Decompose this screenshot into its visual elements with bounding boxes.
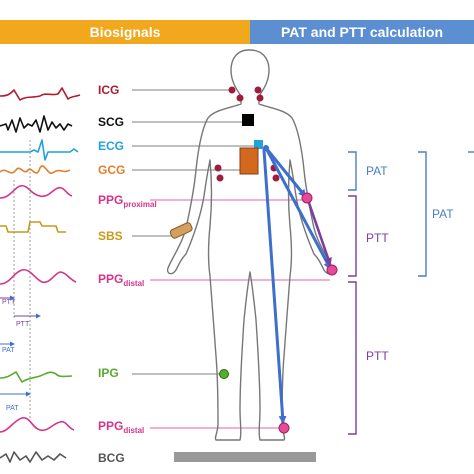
ppg-distal-arm-sensor [326, 264, 338, 276]
timing-label-3: PAT [2, 347, 15, 354]
scg-label: SCG [98, 115, 124, 129]
icg-electrode-5 [214, 164, 222, 172]
ppg-distal-foot-sensor [278, 422, 290, 434]
human-body-outline [166, 49, 334, 441]
ppg-proximal-sub: proximal [123, 200, 156, 209]
icg-electrode-2 [236, 94, 244, 102]
sbs-cuff [169, 222, 193, 239]
pat-top-bracket [348, 151, 357, 191]
timing-markers: PTT PTT PAT PAT [0, 140, 41, 420]
ecg-to-proximal-arrow [264, 146, 307, 198]
ecg-to-distal-arm-arrow [264, 146, 332, 270]
ppg-sensors [278, 192, 338, 434]
pat-ptt-header: PAT and PTT calculation [250, 20, 474, 44]
ppg-distal-1-label: PPGdistal [98, 272, 144, 288]
ecg-to-distal-foot-arrow [262, 148, 287, 424]
proximal-to-distal-arrow [306, 198, 332, 266]
ipg-label: IPG [98, 366, 119, 380]
waveforms [0, 87, 81, 463]
bcg-label: BCG [98, 451, 125, 465]
gcg-sensor [239, 147, 259, 175]
timing-label-4: PAT [6, 405, 19, 412]
leader-lines [132, 89, 330, 429]
pat-ptt-header-text: PAT and PTT calculation [280, 24, 444, 40]
icg-label: ICG [98, 83, 119, 97]
timing-label-2: PTT [16, 321, 30, 328]
arrow-origin [263, 145, 269, 151]
timing-label-1: PTT [2, 299, 16, 306]
biosignals-header: Biosignals [0, 20, 250, 44]
sbs-label: SBS [98, 229, 123, 243]
ppg-distal-1-waveform [0, 268, 77, 285]
ptt-bottom-bracket [348, 281, 357, 435]
ptt-top-bracket [348, 195, 357, 277]
bcg-waveform [0, 451, 67, 463]
force-plate [174, 452, 316, 462]
gcg-label: GCG [98, 163, 125, 177]
pat-top-label: PAT [366, 164, 388, 178]
ecg-sensor [254, 140, 263, 149]
ppg-proximal-waveform [0, 184, 73, 199]
ppg-distal-2-sub: distal [123, 426, 144, 435]
ppg-proximal-sensor [301, 192, 313, 204]
ecg-waveform [0, 139, 79, 161]
interval-labels: PAT PTT PAT PTT [366, 164, 454, 363]
sensors [169, 86, 280, 379]
ppg-distal-2-waveform [0, 417, 75, 433]
ecg-label: ECG [98, 139, 124, 153]
ppg-distal-2-label: PPGdistal [98, 419, 144, 435]
signal-labels: ICG SCG ECG GCG PPGproximal SBS PPGdista… [98, 83, 157, 465]
icg-waveform [0, 87, 81, 101]
ptt-top-label: PTT [366, 231, 389, 245]
ppg-proximal-main: PPG [98, 193, 123, 207]
ipg-electrode [219, 369, 229, 379]
scg-waveform [0, 115, 73, 133]
interval-brackets [348, 151, 474, 435]
ipg-waveform [0, 371, 73, 383]
pat-outer-label: PAT [432, 207, 454, 221]
icg-electrode-1 [228, 86, 236, 94]
gcg-waveform [0, 165, 71, 175]
sbs-waveform [0, 221, 66, 233]
icg-electrode-3 [254, 86, 262, 94]
ppg-proximal-label: PPGproximal [98, 193, 157, 209]
ppg-distal-2-main: PPG [98, 419, 123, 433]
ptt-bottom-label: PTT [366, 349, 389, 363]
ppg-distal-1-sub: distal [123, 279, 144, 288]
ppg-distal-1-main: PPG [98, 272, 123, 286]
pat-outer-bracket [418, 151, 427, 277]
icg-electrode-6 [216, 174, 224, 182]
scg-sensor [242, 114, 254, 126]
pulse-arrows [262, 145, 332, 424]
icg-electrode-4 [256, 94, 264, 102]
biosignals-header-text: Biosignals [89, 24, 161, 40]
icg-electrode-8 [272, 174, 280, 182]
